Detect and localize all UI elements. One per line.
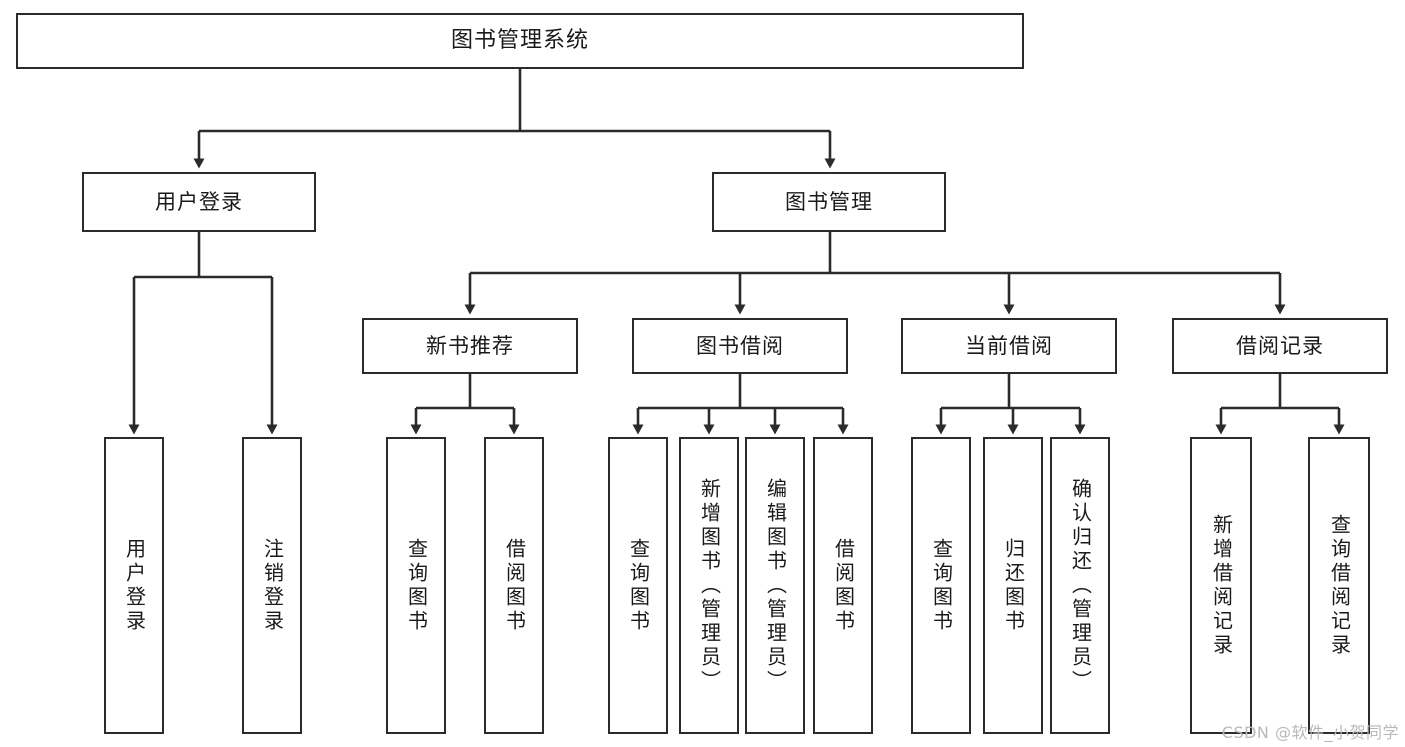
- node-label: 当前借阅: [965, 333, 1053, 358]
- node-label: 借阅图书: [831, 537, 856, 634]
- node-book-borrow[interactable]: 图书借阅: [632, 318, 848, 374]
- leaf-query-borrow-record[interactable]: 查询借阅记录: [1308, 437, 1370, 734]
- csdn-watermark: CSDN @软件_小贺同学: [1221, 723, 1399, 742]
- leaf-return-book[interactable]: 归还图书: [983, 437, 1043, 734]
- leaf-query-books-current[interactable]: 查询图书: [911, 437, 971, 734]
- leaf-user-login[interactable]: 用户登录: [104, 437, 164, 734]
- leaf-borrow-book[interactable]: 借阅图书: [813, 437, 873, 734]
- node-label: 新增借阅记录: [1209, 513, 1234, 658]
- node-label: 查询借阅记录: [1327, 513, 1352, 658]
- leaf-borrow-books-recommend[interactable]: 借阅图书: [484, 437, 544, 734]
- node-label: 新增图书（管理员）: [697, 477, 722, 694]
- leaf-confirm-return-admin[interactable]: 确认归还（管理员）: [1050, 437, 1110, 734]
- node-label: 用户登录: [122, 537, 147, 634]
- node-label: 用户登录: [155, 189, 243, 214]
- leaf-add-borrow-record[interactable]: 新增借阅记录: [1190, 437, 1252, 734]
- node-label: 借阅图书: [502, 537, 527, 634]
- node-book-management[interactable]: 图书管理: [712, 172, 946, 232]
- node-label: 图书管理系统: [450, 28, 589, 54]
- leaf-add-book-admin[interactable]: 新增图书（管理员）: [679, 437, 739, 734]
- node-label: 查询图书: [626, 537, 651, 634]
- node-label: 新书推荐: [426, 333, 514, 358]
- node-borrow-records[interactable]: 借阅记录: [1172, 318, 1388, 374]
- node-label: 查询图书: [404, 537, 429, 634]
- node-root-system[interactable]: 图书管理系统: [16, 13, 1024, 69]
- node-new-book-recommend[interactable]: 新书推荐: [362, 318, 578, 374]
- leaf-query-books-borrow[interactable]: 查询图书: [608, 437, 668, 734]
- node-label: 编辑图书（管理员）: [763, 477, 788, 694]
- node-current-borrow[interactable]: 当前借阅: [901, 318, 1117, 374]
- leaf-edit-book-admin[interactable]: 编辑图书（管理员）: [745, 437, 805, 734]
- node-label: 归还图书: [1001, 537, 1026, 634]
- node-label: 图书借阅: [696, 333, 784, 358]
- node-label: 注销登录: [260, 537, 285, 634]
- node-label: 图书管理: [785, 189, 873, 214]
- node-label: 确认归还（管理员）: [1068, 477, 1093, 694]
- leaf-query-books-recommend[interactable]: 查询图书: [386, 437, 446, 734]
- node-label: 查询图书: [929, 537, 954, 634]
- leaf-logout[interactable]: 注销登录: [242, 437, 302, 734]
- node-label: 借阅记录: [1236, 333, 1324, 358]
- node-user-login[interactable]: 用户登录: [82, 172, 316, 232]
